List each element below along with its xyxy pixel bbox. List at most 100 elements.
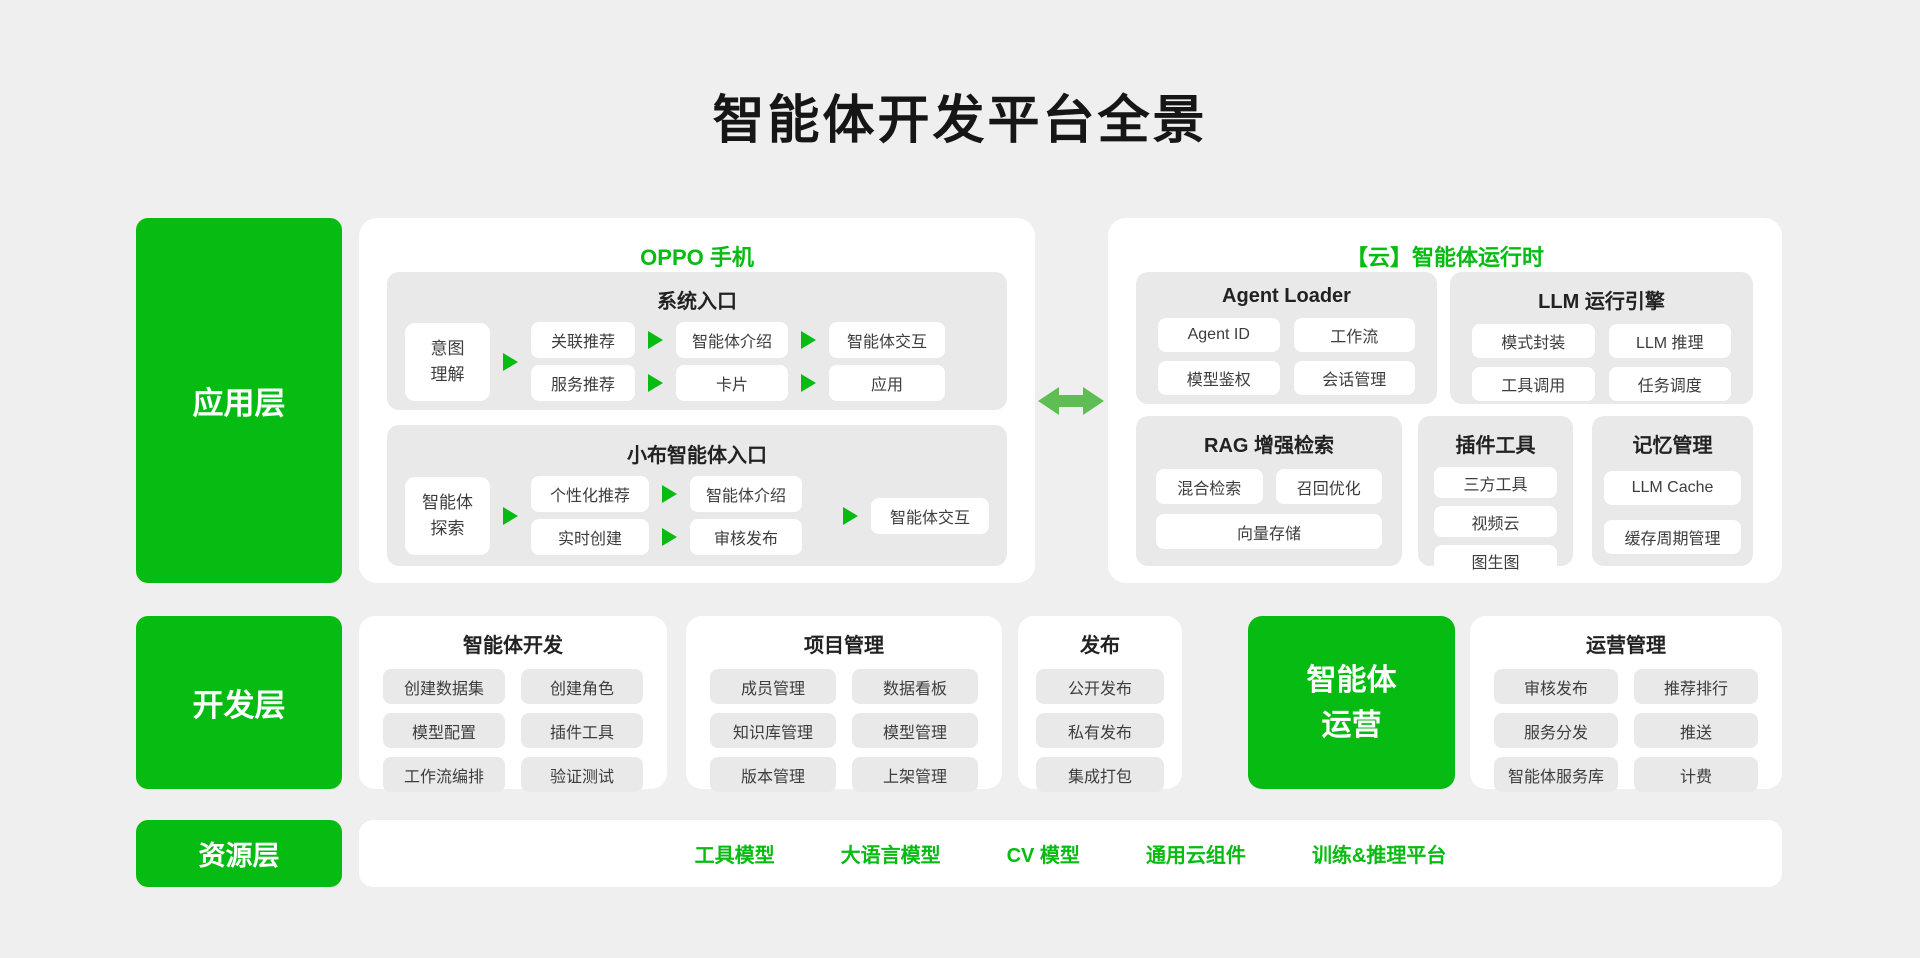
resource-item: 训练&推理平台: [1311, 845, 1447, 867]
cloud-chip: LLM Cache: [1604, 471, 1741, 505]
agent-development-card: 智能体开发 创建数据集 创建角色 模型配置 插件工具 工作流编排 验证测试: [359, 616, 667, 792]
dev-chip: 模型管理: [852, 713, 978, 748]
layer-resource: 资源层: [136, 820, 342, 887]
dev-chip: 推荐排行: [1634, 669, 1758, 704]
plugin-tools-title: 插件工具: [1455, 435, 1536, 457]
agent-loader-section: Agent Loader Agent ID 工作流 模型鉴权 会话管理: [1136, 272, 1437, 404]
dev-chip: 模型配置: [383, 713, 505, 748]
llm-engine-chips: 模式封装 LLM 推理 工具调用 任务调度: [1450, 314, 1753, 401]
memory-management-title: 记忆管理: [1632, 435, 1713, 457]
publish-card: 发布 公开发布 私有发布 集成打包: [1018, 616, 1182, 792]
dev-chip: 版本管理: [710, 757, 836, 792]
dev-chip: 服务分发: [1494, 713, 1618, 748]
llm-engine-section: LLM 运行引擎 模式封装 LLM 推理 工具调用 任务调度: [1450, 272, 1753, 404]
llm-engine-title: LLM 运行引擎: [1538, 291, 1665, 313]
flow-chip: 智能体介绍: [690, 476, 802, 512]
resource-bar: 工具模型 大语言模型 CV 模型 通用云组件 训练&推理平台: [359, 820, 1782, 887]
project-management-title: 项目管理: [804, 635, 884, 657]
cloud-runtime-title: 【云】智能体运行时: [1345, 245, 1544, 270]
cloud-runtime-panel: 【云】智能体运行时 Agent Loader Agent ID 工作流 模型鉴权…: [1108, 218, 1782, 583]
flow-arrow-icon: [662, 528, 677, 546]
layer-development-label: 开发层: [192, 688, 286, 723]
flow-chip: 卡片: [676, 365, 788, 401]
dev-chip: 数据看板: [852, 669, 978, 704]
cloud-chip: 三方工具: [1434, 467, 1557, 498]
layer-resource-label: 资源层: [198, 841, 280, 871]
cloud-chip: 工具调用: [1472, 367, 1595, 401]
rag-title: RAG 增强检索: [1204, 435, 1334, 457]
agent-operations-label: 智能体 运营: [1306, 663, 1397, 742]
dev-chip: 创建角色: [521, 669, 643, 704]
vector-storage-chip: 向量存储: [1156, 514, 1382, 549]
operations-management-card: 运营管理 审核发布 推荐排行 服务分发 推送 智能体服务库 计费: [1470, 616, 1782, 792]
dev-chip: 智能体服务库: [1494, 757, 1618, 792]
bidirectional-arrow-icon: [1038, 387, 1104, 415]
memory-management-section: 记忆管理 LLM Cache 缓存周期管理: [1592, 416, 1753, 566]
xiaobu-entry-title: 小布智能体入口: [627, 445, 767, 467]
flow-arrow-icon: [503, 506, 518, 525]
project-management-chips: 成员管理 数据看板 知识库管理 模型管理 版本管理 上架管理: [686, 658, 1002, 792]
oppo-phone-title: OPPO 手机: [640, 245, 754, 270]
cloud-chip: 模式封装: [1472, 324, 1595, 358]
xiaobu-flow-row-1: 个性化推荐 智能体介绍: [531, 476, 830, 512]
page-title: 智能体开发平台全景: [712, 92, 1208, 150]
cloud-chip: 模型鉴权: [1158, 361, 1280, 395]
system-entry-flow: 意图 理解 关联推荐 智能体介绍 智能体交互 服务推荐 卡片: [387, 314, 1007, 401]
publish-chips: 公开发布 私有发布 集成打包: [1018, 658, 1182, 792]
operations-management-chips: 审核发布 推荐排行 服务分发 推送 智能体服务库 计费: [1470, 658, 1782, 792]
oppo-phone-panel: OPPO 手机 系统入口 意图 理解 关联推荐 智能体介绍 智能体交互 服务推荐: [359, 218, 1035, 583]
dev-chip: 验证测试: [521, 757, 643, 792]
resource-item: 大语言模型: [840, 845, 941, 867]
flow-arrow-icon: [648, 331, 663, 349]
flow-chip: 应用: [829, 365, 945, 401]
dev-chip: 成员管理: [710, 669, 836, 704]
agent-development-title: 智能体开发: [463, 635, 563, 657]
flow-arrow-icon: [801, 374, 816, 392]
dev-chip: 上架管理: [852, 757, 978, 792]
flow-chip: 实时创建: [531, 519, 649, 555]
flow-arrow-icon: [843, 506, 858, 525]
xiaobu-entry-flow: 智能体 探索 个性化推荐 智能体介绍 实时创建 审核发布 智能体交互: [387, 468, 1007, 555]
project-management-card: 项目管理 成员管理 数据看板 知识库管理 模型管理 版本管理 上架管理: [686, 616, 1002, 792]
dev-chip: 私有发布: [1036, 713, 1164, 748]
rag-section: RAG 增强检索 混合检索 召回优化 向量存储: [1136, 416, 1402, 566]
dev-chip: 计费: [1634, 757, 1758, 792]
dev-chip: 推送: [1634, 713, 1758, 748]
system-flow-row-1: 关联推荐 智能体介绍 智能体交互: [531, 322, 989, 358]
layer-application: 应用层: [136, 218, 342, 583]
agent-explore-chip: 智能体 探索: [405, 476, 490, 555]
agent-loader-chips: Agent ID 工作流 模型鉴权 会话管理: [1136, 308, 1437, 395]
system-entry-title: 系统入口: [657, 291, 737, 313]
cloud-chip: 图生图: [1434, 545, 1557, 576]
operations-management-title: 运营管理: [1586, 635, 1666, 657]
dev-chip: 集成打包: [1036, 757, 1164, 792]
cloud-chip: 混合检索: [1156, 469, 1263, 504]
cloud-chip: LLM 推理: [1608, 324, 1731, 358]
agent-development-chips: 创建数据集 创建角色 模型配置 插件工具 工作流编排 验证测试: [359, 658, 667, 792]
flow-chip: 关联推荐: [531, 322, 635, 358]
intent-understanding-chip: 意图 理解: [405, 322, 490, 401]
agent-interaction-chip: 智能体交互: [871, 497, 989, 534]
cloud-chip: 任务调度: [1608, 367, 1731, 401]
resource-item: 通用云组件: [1145, 845, 1246, 867]
cloud-chip: 会话管理: [1293, 361, 1415, 395]
dev-chip: 公开发布: [1036, 669, 1164, 704]
layer-development: 开发层: [136, 616, 342, 789]
system-flow-rows: 关联推荐 智能体介绍 智能体交互 服务推荐 卡片 应用: [531, 322, 989, 401]
cloud-chip: 工作流: [1293, 318, 1415, 352]
dev-chip: 审核发布: [1494, 669, 1618, 704]
flow-chip: 智能体交互: [829, 322, 945, 358]
xiaobu-entry-section: 小布智能体入口 智能体 探索 个性化推荐 智能体介绍 实时创建 审核发布: [387, 425, 1007, 566]
flow-chip: 服务推荐: [531, 365, 635, 401]
publish-title: 发布: [1080, 635, 1120, 657]
flow-arrow-icon: [801, 331, 816, 349]
flow-arrow-icon: [503, 352, 518, 371]
cloud-chip: Agent ID: [1158, 318, 1280, 352]
resource-item: CV 模型: [1006, 845, 1080, 867]
dev-chip: 工作流编排: [383, 757, 505, 792]
system-entry-section: 系统入口 意图 理解 关联推荐 智能体介绍 智能体交互 服务推荐 卡片: [387, 272, 1007, 410]
resource-item: 工具模型: [694, 845, 775, 867]
cloud-chip: 视频云: [1434, 506, 1557, 537]
flow-chip: 审核发布: [690, 519, 802, 555]
